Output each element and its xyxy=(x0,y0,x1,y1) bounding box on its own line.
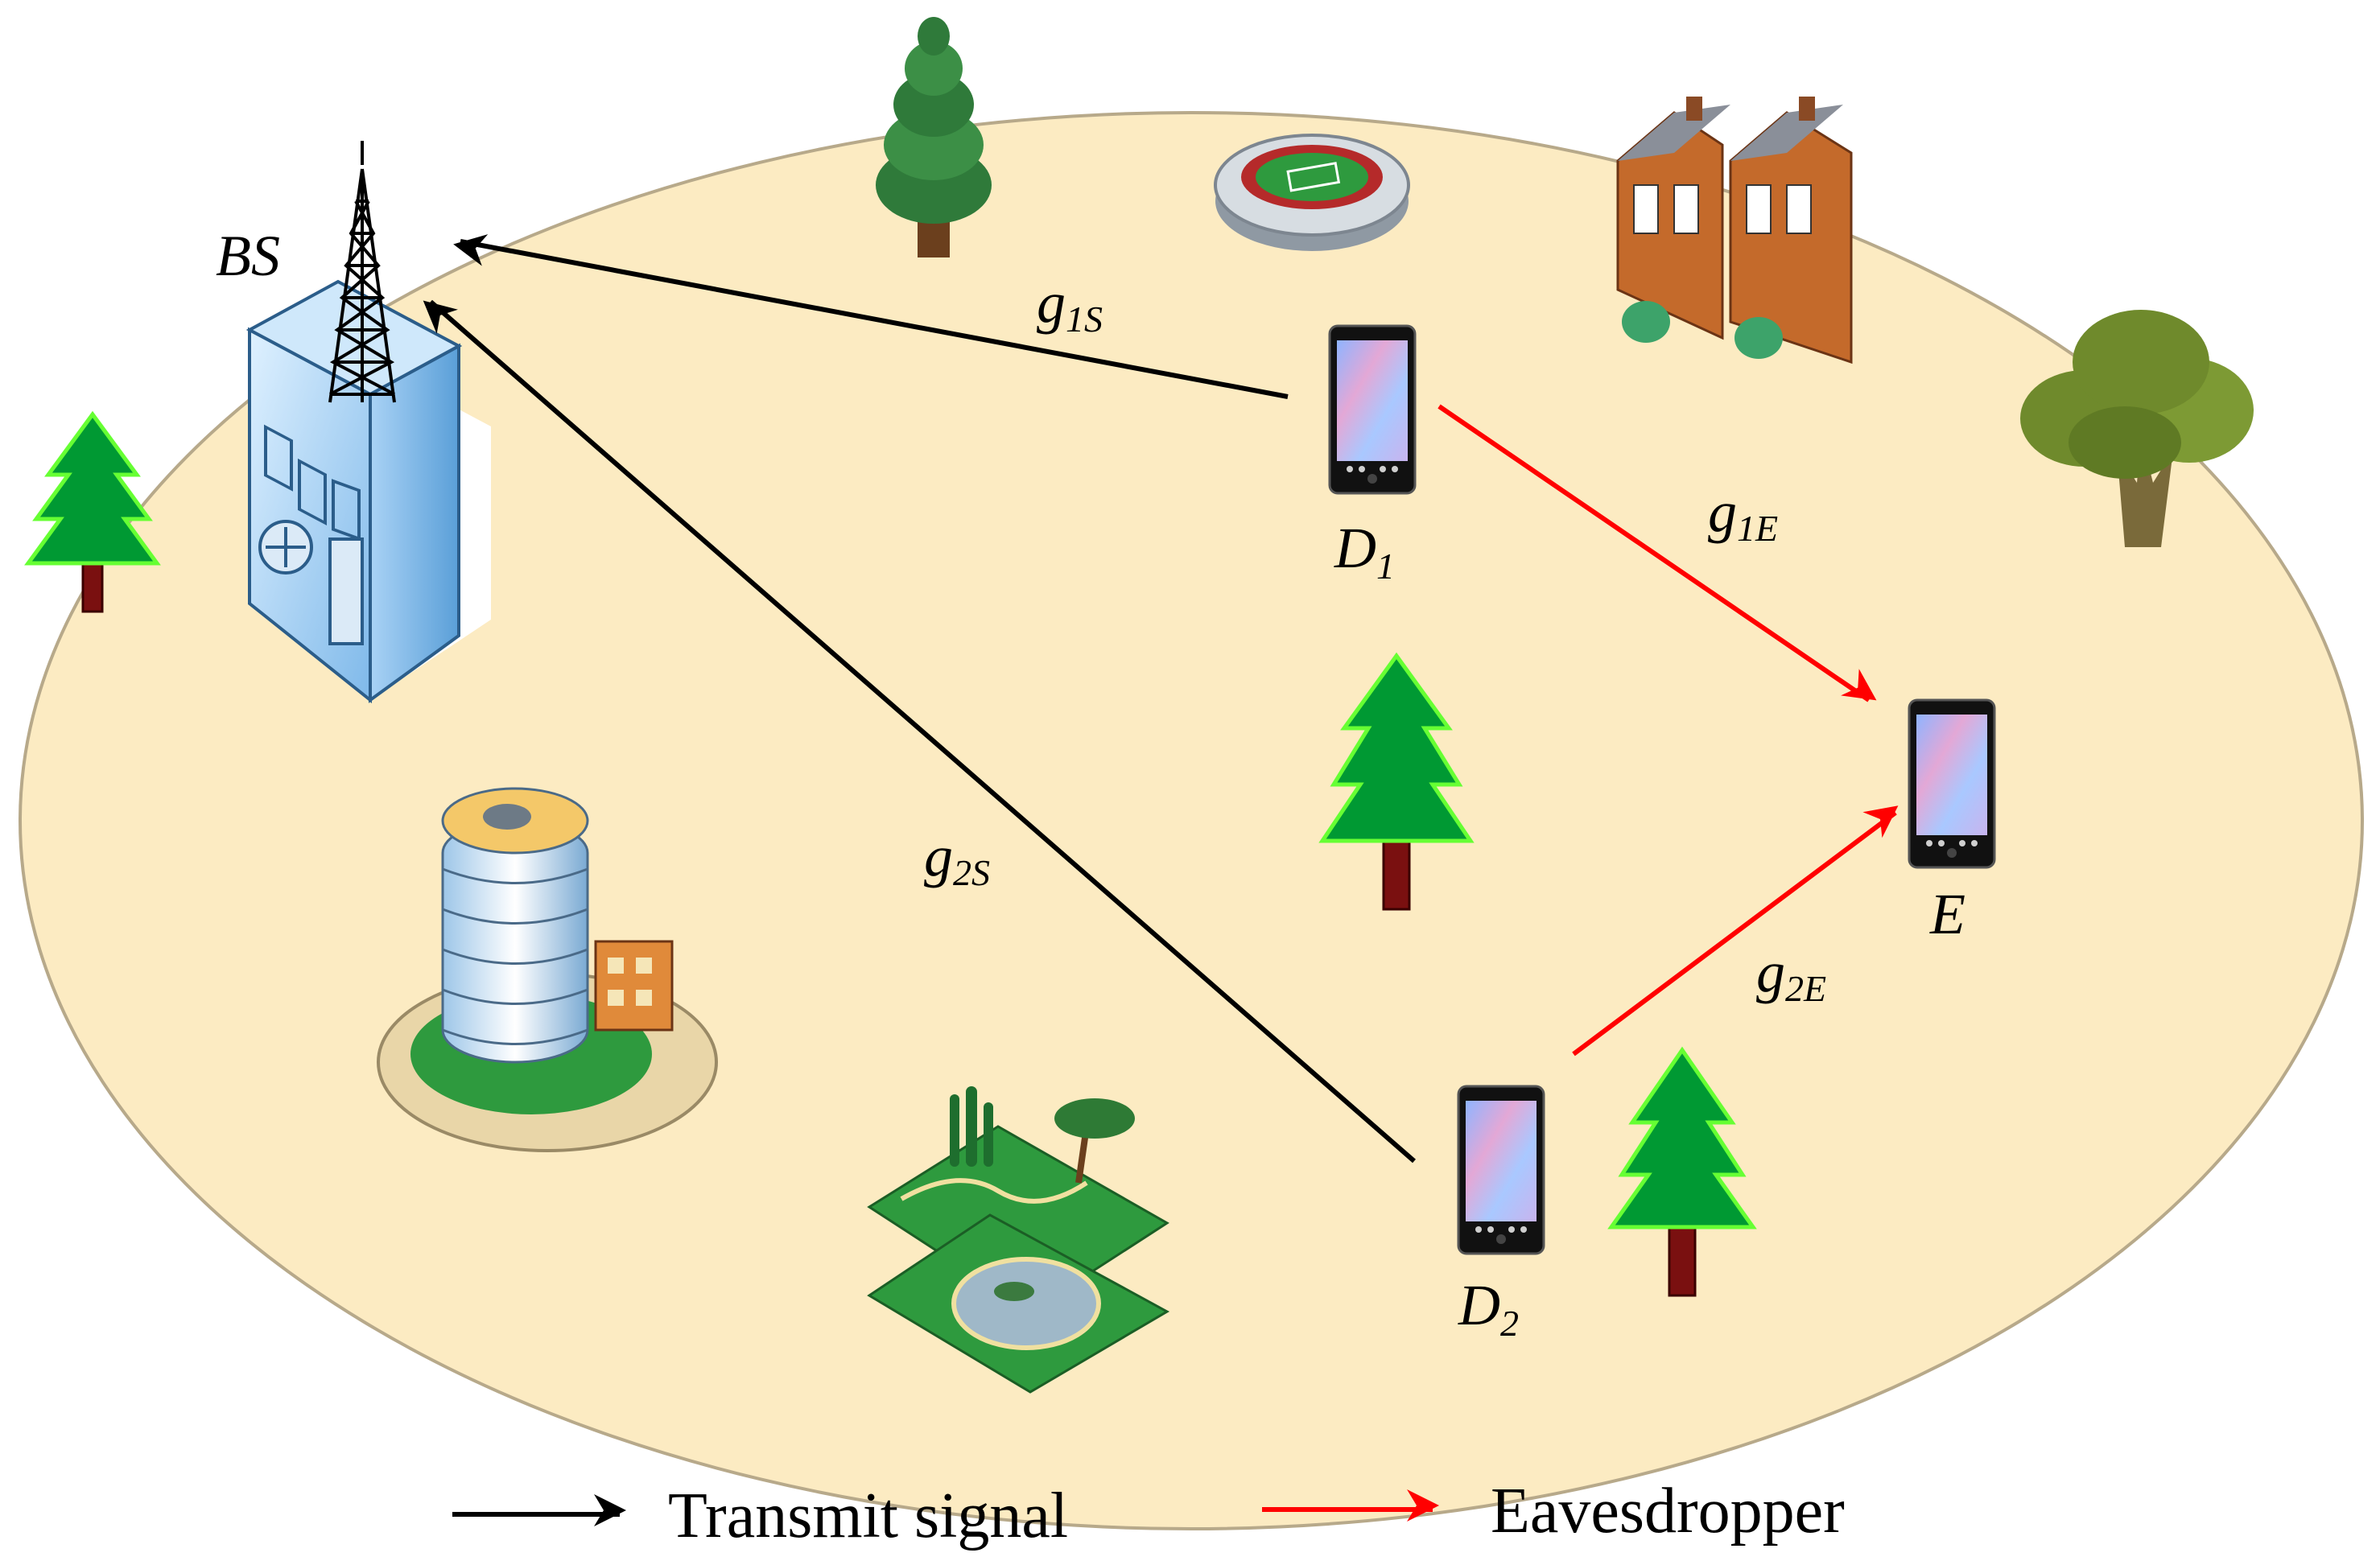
bs-label: BS xyxy=(216,224,280,288)
park-icon xyxy=(867,1086,1170,1394)
device-d2: D2 xyxy=(1457,1085,1545,1344)
link-g2e xyxy=(1572,805,1899,1056)
legend: Transmit signal Eavesdropper xyxy=(452,1476,1845,1551)
link-g2s xyxy=(423,299,1416,1164)
pine-tree-icon xyxy=(876,17,992,257)
legend-eavesdrop-label: Eavesdropper xyxy=(1491,1476,1845,1547)
oak-tree-icon xyxy=(2020,310,2254,547)
pine-tree-icon xyxy=(24,410,161,613)
office-building-icon xyxy=(377,787,718,1152)
e-label: E xyxy=(1929,882,1965,946)
pine-tree-icon xyxy=(1607,1046,1757,1297)
g1e-label: g1E xyxy=(1708,480,1778,549)
link-g1s xyxy=(453,234,1289,399)
link-g1e xyxy=(1437,404,1877,702)
device-e: E xyxy=(1908,698,1996,946)
d1-label: D1 xyxy=(1334,516,1395,587)
smartphone-icon xyxy=(1908,698,1996,869)
stadium-icon xyxy=(1214,134,1410,251)
device-d1: D1 xyxy=(1328,324,1417,587)
g1s-label: g1S xyxy=(1037,270,1103,340)
smartphone-icon xyxy=(1457,1085,1545,1255)
d2-label: D2 xyxy=(1458,1273,1519,1344)
cell-tower-building-icon xyxy=(245,141,491,704)
g2s-label: g2S xyxy=(924,824,990,893)
base-station: BS xyxy=(216,141,491,704)
g2e-label: g2E xyxy=(1756,940,1826,1009)
houses-icon xyxy=(1616,97,1853,365)
coverage-area xyxy=(19,111,2364,1530)
legend-transmit-label: Transmit signal xyxy=(668,1481,1068,1551)
pine-tree-icon xyxy=(1318,652,1475,911)
smartphone-icon xyxy=(1328,324,1417,495)
